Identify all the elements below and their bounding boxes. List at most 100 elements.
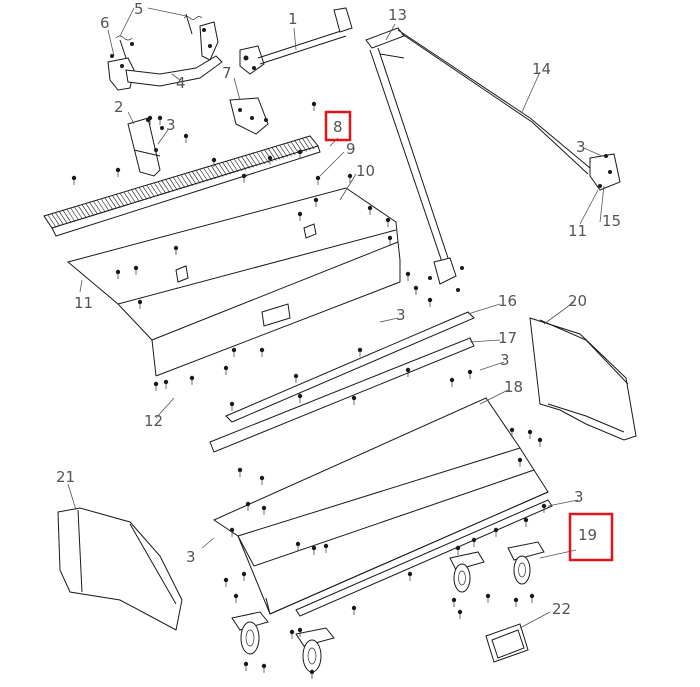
fastener-bolt — [297, 393, 303, 399]
fastener-bolt — [449, 377, 455, 383]
fastener-bolt — [229, 401, 235, 407]
callout-11-right: 11 — [568, 222, 587, 240]
lower-chassis-panel-part-18 — [212, 397, 553, 617]
fastener-bolt — [261, 505, 267, 511]
fastener-bolt — [407, 571, 413, 577]
highlight-box-19 — [568, 512, 614, 562]
strip-part-16 — [225, 311, 475, 423]
callout-6: 6 — [100, 14, 110, 32]
fastener-bolt — [71, 175, 77, 181]
upper-hood-panel — [66, 187, 401, 377]
fastener-bolt — [233, 593, 239, 599]
caster-wheel-rear-right — [507, 541, 545, 585]
pedal-linkage-assembly — [107, 13, 223, 91]
callout-17: 17 — [498, 329, 517, 347]
fasteners — [71, 101, 547, 679]
callout-7: 7 — [222, 64, 232, 82]
callout-8: 8 — [333, 118, 343, 136]
callout-3-handle: 3 — [576, 138, 586, 156]
fastener-bolt — [267, 155, 273, 161]
fastener-bolt — [297, 211, 303, 217]
fastener-bolt — [405, 271, 411, 277]
fastener-bolt — [237, 467, 243, 473]
fastener-bolt — [529, 593, 535, 599]
handle-bar-part-14 — [365, 27, 621, 292]
fastener-bolt — [115, 167, 121, 173]
fastener-bolt — [293, 373, 299, 379]
callout-3-mid: 3 — [396, 306, 406, 324]
callout-11-left: 11 — [74, 294, 93, 312]
fastener-bolt — [357, 347, 363, 353]
fastener-bolt — [115, 269, 121, 275]
callout-22: 22 — [552, 600, 571, 618]
fastener-bolt — [137, 299, 143, 305]
fastener-bolt — [241, 173, 247, 179]
fastener-bolt — [385, 217, 391, 223]
fastener-bolt — [223, 365, 229, 371]
callout-2: 2 — [114, 98, 124, 116]
fastener-bolt — [517, 457, 523, 463]
callout-20: 20 — [568, 292, 587, 310]
fastener-bolt — [313, 197, 319, 203]
fastener-bolt — [245, 501, 251, 507]
fastener-bolt — [523, 517, 529, 523]
callout-15: 15 — [602, 212, 621, 230]
callout-21: 21 — [56, 468, 75, 486]
fastener-bolt — [309, 669, 315, 675]
fastener-bolt — [259, 475, 265, 481]
fastener-bolt — [241, 571, 247, 577]
fastener-bolt — [189, 375, 195, 381]
callout-13: 13 — [388, 6, 407, 24]
brush-strip-part-8 — [43, 135, 321, 237]
fastener-bolt — [163, 379, 169, 385]
callout-9: 9 — [346, 140, 356, 158]
callout-10: 10 — [356, 162, 375, 180]
callout-3-lower-left: 3 — [186, 548, 196, 566]
fastener-bolt — [311, 545, 317, 551]
fastener-bolt — [513, 597, 519, 603]
callout-1: 1 — [288, 10, 298, 28]
fastener-bolt — [153, 381, 159, 387]
fastener-bolt — [367, 205, 373, 211]
fastener-bolt — [537, 437, 543, 443]
fastener-bolt — [311, 101, 317, 107]
fastener-bolt — [173, 245, 179, 251]
fastener-bolt — [457, 609, 463, 615]
fastener-bolt — [405, 367, 411, 373]
fastener-bolt — [289, 629, 295, 635]
bracket-part-2 — [127, 117, 164, 177]
fastener-bolt — [455, 545, 461, 551]
fastener-bolt — [413, 285, 419, 291]
fastener-bolt — [229, 527, 235, 533]
fastener-bolt — [315, 175, 321, 181]
fastener-bolt — [295, 541, 301, 547]
fastener-bolt — [183, 133, 189, 139]
bracket-part-7 — [229, 97, 269, 135]
fastener-bolt — [527, 429, 533, 435]
fastener-bolt — [485, 593, 491, 599]
fastener-bolt — [387, 235, 393, 241]
caster-wheel-front-left — [231, 611, 269, 655]
callout-14: 14 — [532, 60, 551, 78]
rod-part-1 — [239, 7, 353, 75]
fastener-bolt — [323, 543, 329, 549]
brush-hatching — [47, 136, 315, 228]
fastener-bolt — [351, 395, 357, 401]
fastener-bolt — [467, 369, 473, 375]
caster-wheel-rear-left — [449, 551, 485, 593]
callout-3-top: 3 — [166, 116, 176, 134]
fastener-bolt — [261, 663, 267, 669]
fastener-bolt — [243, 661, 249, 667]
fastener-bolt — [509, 427, 515, 433]
fastener-bolt — [211, 157, 217, 163]
callout-3-lower-right: 3 — [574, 488, 584, 506]
callout-5: 5 — [134, 0, 144, 18]
callout-labels: 1 13 14 5 6 4 2 3 7 8 9 10 11 3 16 17 3 … — [56, 0, 621, 618]
fastener-bolt — [231, 347, 237, 353]
caster-wheel-front-right — [295, 627, 335, 673]
side-guard-part-20 — [529, 317, 637, 441]
fastener-bolt — [471, 537, 477, 543]
fastener-bolt — [351, 605, 357, 611]
fastener-bolt — [347, 173, 353, 179]
